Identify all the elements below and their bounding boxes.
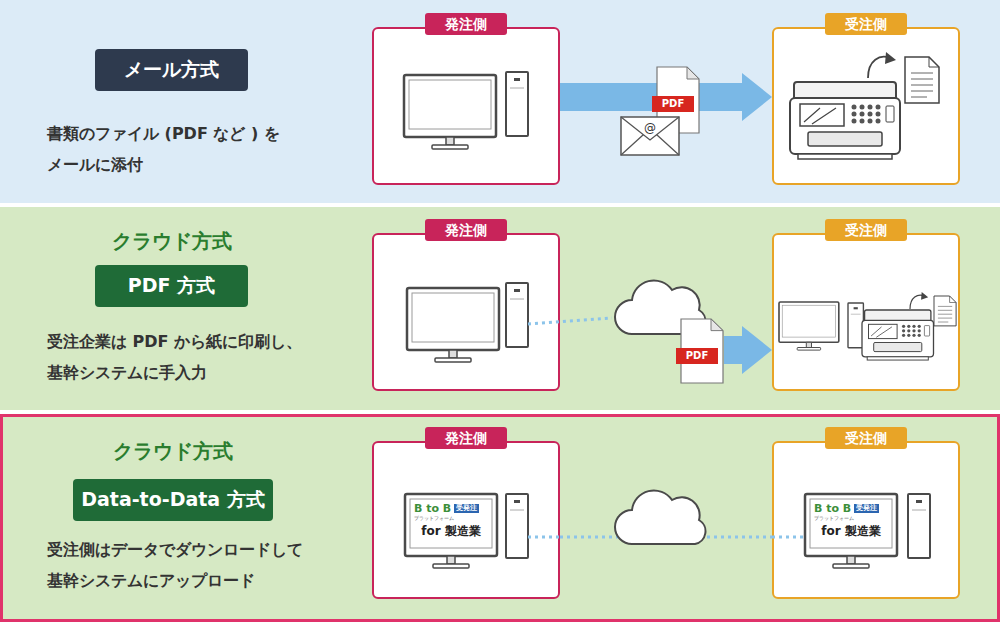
side-tab: 発注側 xyxy=(425,219,507,241)
method-heading: クラウド方式 xyxy=(73,438,273,465)
side-tab: 受注側 xyxy=(825,219,907,241)
method-name: PDF 方式 xyxy=(128,273,215,299)
platform-logo: B to Bプラットフォーム受発注 for 製造業 xyxy=(812,502,890,546)
logo-text: B to B xyxy=(814,502,851,515)
document-fold xyxy=(711,319,723,331)
logo-text: 受発注 xyxy=(454,504,479,513)
receiver-box: 受注側B to Bプラットフォーム受発注for 製造業 xyxy=(772,441,960,599)
method-pill: Data-to-Data 方式 xyxy=(73,479,273,521)
method-band: 書類のファイル (PDF など ) を メールに添付 メール方式 発注側 PDF @ 受注… xyxy=(0,0,1000,203)
receiver-box: 受注側 xyxy=(772,27,960,185)
logo-text: 受発注 xyxy=(854,504,879,513)
method-heading: クラウド方式 xyxy=(95,228,248,255)
logo-text: for 製造業 xyxy=(412,524,490,538)
method-name: Data-to-Data 方式 xyxy=(81,487,265,513)
logo-text: B to B xyxy=(414,502,451,515)
platform-logo: B to Bプラットフォーム受発注 for 製造業 xyxy=(412,502,490,546)
side-tab: 受注側 xyxy=(825,427,907,449)
method-pill: PDF 方式 xyxy=(95,265,248,307)
receiver-box: 受注側 xyxy=(772,233,960,391)
mail-envelope: @ xyxy=(620,116,680,156)
method-description: 受注側はデータでダウンロードして 基幹システムにアップロード xyxy=(47,534,337,596)
pdf-label: PDF xyxy=(652,96,694,112)
side-tab: 受注側 xyxy=(825,13,907,35)
logo-text: for 製造業 xyxy=(812,524,890,538)
logo-text: プラットフォーム xyxy=(414,515,454,521)
method-band: クラウド方式受注企業は PDF から紙に印刷し、 基幹システムに手入力 PDF 方… xyxy=(0,207,1000,410)
pdf-label: PDF xyxy=(676,348,718,364)
pdf-document: PDF xyxy=(680,318,724,384)
method-name: メール方式 xyxy=(124,57,219,83)
envelope-body xyxy=(621,117,679,155)
mail-symbol: @ xyxy=(620,122,680,134)
logo-text: プラットフォーム xyxy=(814,515,854,521)
document-fold xyxy=(687,67,699,79)
orderer-box: 発注側 xyxy=(372,27,560,185)
orderer-box: 発注側B to Bプラットフォーム受発注for 製造業 xyxy=(372,441,560,599)
side-tab: 発注側 xyxy=(425,13,507,35)
envelope-flap xyxy=(621,117,679,155)
method-description: 書類のファイル (PDF など ) を メールに添付 xyxy=(47,118,337,180)
orderer-box: 発注側 xyxy=(372,233,560,391)
method-description: 受注企業は PDF から紙に印刷し、 基幹システムに手入力 xyxy=(47,326,337,388)
method-band: クラウド方式受注側はデータでダウンロードして 基幹システムにアップロード Data… xyxy=(0,414,1000,622)
method-pill: メール方式 xyxy=(95,49,248,91)
side-tab: 発注側 xyxy=(425,427,507,449)
